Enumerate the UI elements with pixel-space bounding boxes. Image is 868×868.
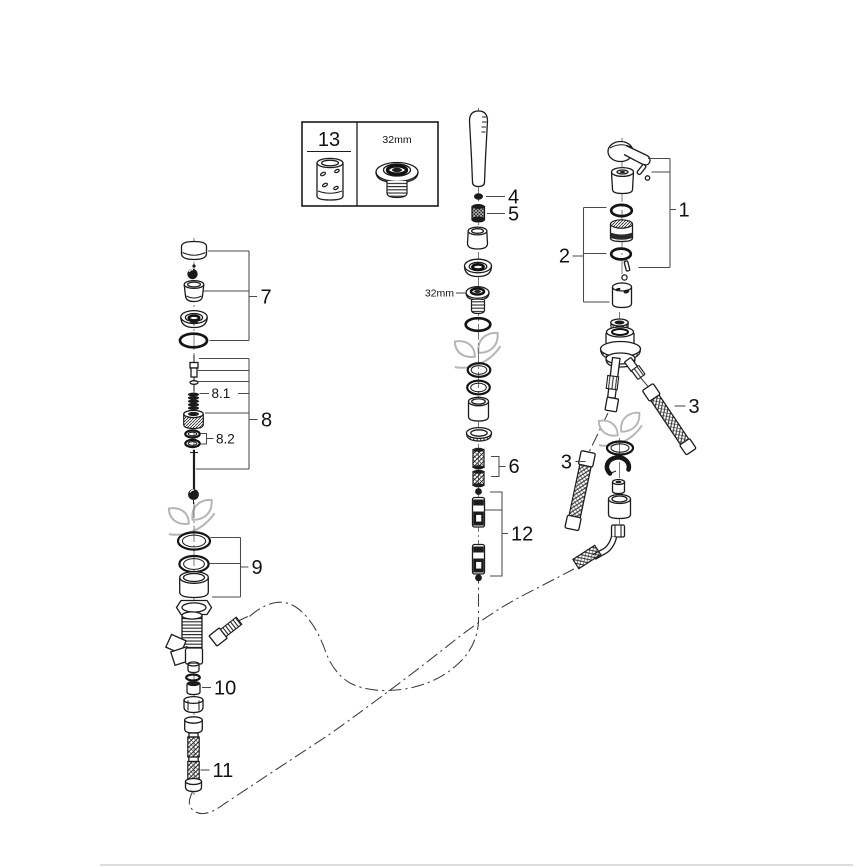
part-small-oring (185, 673, 201, 682)
inset-box: 13 32mm (301, 121, 439, 207)
callout-10: 10 (214, 678, 236, 700)
part-cartridge-screw (621, 260, 631, 281)
part-oring-pair (466, 362, 492, 396)
part-32mm-plug-drawing (375, 161, 419, 199)
part-ball-seat (183, 279, 205, 303)
part-right-outlet (624, 357, 646, 380)
part-oring (609, 203, 634, 218)
handshower-hose-route-line (249, 578, 480, 692)
part-oring (178, 332, 209, 349)
part-9-seal-set (175, 531, 213, 616)
part-waste-flange (180, 309, 208, 329)
part-knob-cap (180, 240, 208, 261)
callout-8: 8 (261, 410, 272, 432)
bracket-9 (209, 536, 249, 598)
inset-part-number: 13 (318, 129, 340, 151)
part-left-leg (604, 356, 621, 413)
part-oring-large (605, 440, 635, 456)
part-ball (187, 268, 198, 280)
part-cone-cup (466, 226, 489, 250)
mixer-valve-column: 3 3 (559, 138, 700, 570)
callout-2: 2 (559, 246, 570, 268)
callout-1: 1 (679, 200, 690, 222)
part-lift-rod (188, 450, 199, 504)
inset-size-label: 32mm (382, 134, 411, 146)
handshower-column: 4 5 32mm (425, 108, 533, 582)
part-retaining-clip (604, 455, 632, 476)
part-32mm-mounting-nut (465, 286, 490, 315)
part-handle-screw (636, 163, 651, 181)
part-10-adapter (186, 680, 201, 696)
part-valve-base (599, 326, 642, 368)
part-12-check-valves (471, 496, 486, 582)
part-side-connector (208, 616, 243, 647)
part-oring (609, 247, 633, 261)
part-8-valve-body (183, 409, 204, 430)
left-leg-axis-line (588, 412, 609, 453)
part-handshower (468, 110, 489, 188)
callout-8-1: 8.1 (212, 386, 231, 401)
part-diverter-valve-body (164, 611, 243, 674)
callout-3-left: 3 (561, 452, 572, 474)
outlet-axis-line (639, 376, 652, 391)
part-escutcheon-flange (463, 258, 493, 278)
part-cartridge (609, 219, 634, 243)
part-13-drawing (316, 157, 344, 201)
part-nut-small (611, 478, 626, 495)
part-8-pull-rod-valve (189, 355, 199, 392)
part-cap (611, 282, 633, 309)
bracket-2 (572, 206, 610, 303)
part-oring (464, 316, 492, 333)
part-5-filter (471, 204, 486, 223)
supply-hose-route-line (188, 568, 575, 815)
part-8-1-spring (187, 392, 200, 410)
bracket-6 (491, 455, 506, 478)
callout-8-2: 8.2 (216, 432, 235, 447)
part-8-2-orings (184, 429, 201, 449)
part-4-seal (474, 193, 483, 200)
part-elbow-hose (572, 524, 626, 570)
bracket-12 (485, 491, 508, 577)
part-bead (475, 488, 482, 495)
part-3-hose-right (642, 383, 697, 456)
bracket-7 (203, 250, 257, 342)
callout-11: 11 (213, 760, 234, 782)
part-coupling-nut (183, 695, 204, 714)
size-label-32mm: 32mm (425, 288, 454, 300)
part-3-hose-left (564, 450, 596, 532)
part-mounting-ring (465, 426, 493, 442)
bracket-1 (638, 157, 676, 269)
callout-6: 6 (509, 456, 520, 478)
callout-3-right: 3 (689, 396, 700, 418)
part-dome-cap (610, 166, 635, 195)
callout-9: 9 (252, 557, 263, 579)
part-sleeve-cup (607, 493, 632, 520)
part-pin (192, 264, 196, 268)
part-6-hose-sections (472, 447, 485, 488)
bracket-8 (196, 357, 258, 470)
callout-4: 4 (508, 187, 519, 209)
pop-up-waste-column: 7 8.2 (164, 238, 272, 795)
callout-5: 5 (508, 204, 519, 226)
callout-12: 12 (511, 524, 533, 546)
part-spacer-cup (467, 396, 490, 422)
bracket-8-2 (200, 432, 214, 445)
callout-7: 7 (261, 287, 272, 309)
part-11-hose (184, 716, 203, 793)
